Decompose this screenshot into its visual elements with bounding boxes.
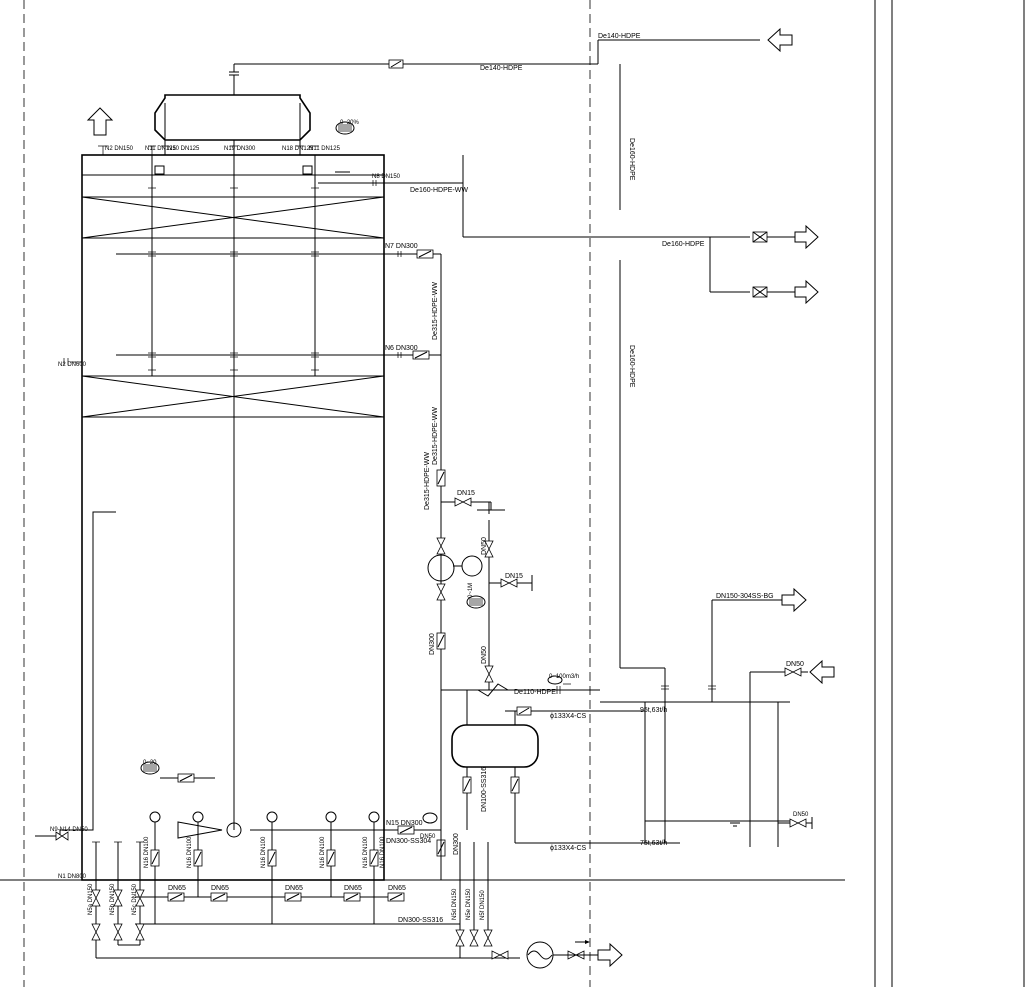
label-n5f: N5f DN150 (480, 890, 486, 920)
label-n5c: N5c DN150 (132, 883, 138, 915)
label-n16f: N16 DN100 (380, 836, 386, 868)
label-dn65-1: DN65 (168, 885, 186, 892)
label-de315-b: De315-HDPE-WW (432, 407, 439, 465)
label-phi133-a: ϕ133X4-CS (550, 713, 587, 720)
label-dn50-a: DN50 (481, 537, 488, 555)
label-dn50-e: DN50 (420, 834, 436, 840)
separator-hood (154, 39, 760, 155)
label-de160-v2: De160-HDPE (628, 345, 635, 388)
right-process-lines (600, 64, 813, 847)
drain-valves-right (96, 842, 598, 969)
label-phi133-b: ϕ133X4-CS (550, 845, 587, 852)
label-n16a: N16 DN100 (144, 836, 150, 868)
label-flow-a: 0~100m3/h (549, 674, 579, 680)
label-n16b: N16 DN100 (187, 836, 193, 868)
label-n9n14: N9-N14 DN50 (50, 827, 88, 833)
label-n2-dn150: N2 DN150 (105, 146, 134, 152)
label-dn65-4: DN65 (344, 885, 362, 892)
arrow-out-uasb-icon (794, 279, 819, 305)
label-de140-top: De140-HDPE (598, 33, 641, 40)
arrow-out-bottom-icon (597, 942, 623, 968)
arrow-in-egsb-icon (767, 27, 793, 53)
reactor-tank (35, 140, 385, 881)
label-n16e: N16 DN100 (363, 836, 369, 868)
label-de160-ww: De160-HDPE-WW (410, 187, 468, 194)
label-n5e: N5e DN150 (466, 888, 472, 920)
label-de160-v1: De160-HDPE (628, 138, 635, 181)
label-n19: N19 DN300 (224, 146, 256, 152)
flow-arrows (597, 27, 835, 968)
label-n5d: N5d DN150 (452, 888, 458, 920)
label-dn150-bg: DN150-304SS-BG (716, 593, 774, 600)
overflow-line (372, 155, 750, 238)
label-dn15-a: DN15 (457, 490, 475, 497)
label-n5a: N5a DN150 (88, 883, 94, 915)
label-dn100: DN100-SS316 (481, 767, 488, 812)
drain-valves-left (55, 831, 145, 958)
label-n6: N6 DN300 (385, 345, 418, 352)
label-n7: N7 DN300 (385, 243, 418, 250)
label-n18: N18 DN125 (282, 146, 314, 152)
annotations: De140-HDPE De140-HDPE De160-HDPE De160-H… (50, 33, 809, 924)
label-dn50-c: DN50 (786, 661, 804, 668)
label-gauge-b: 0~1M (468, 583, 474, 598)
label-dn65-3: DN65 (285, 885, 303, 892)
arrow-out-gas-icon (781, 587, 807, 613)
label-de160-h: De160-HDPE (662, 241, 705, 248)
arrow-out-ao-icon (794, 224, 819, 250)
label-dn300-v2: DN300 (453, 833, 460, 855)
arrow-in-gas-icon (809, 659, 835, 685)
label-n16d: N16 DN100 (320, 836, 326, 868)
vent-arrow-icon (86, 107, 114, 136)
label-dn300-ss316: DN300-SS316 (398, 917, 443, 924)
label-de140-mid: De140-HDPE (480, 65, 523, 72)
label-n11-b: N11 DN125 (309, 146, 341, 152)
label-n2-dn600: N2 DN600 (58, 362, 87, 368)
label-ss-b: 75t,63t/h (640, 840, 667, 847)
gas-tank (441, 675, 680, 844)
label-dn50-d: DN50 (793, 812, 809, 818)
label-n10-a: N10 DN125 (168, 146, 200, 152)
label-n1-dn800: N1 DN800 (58, 874, 87, 880)
label-n15: N15 DN300 (386, 820, 423, 827)
label-ss-a: 95t,63t/h (640, 707, 667, 714)
label-gauge-a: 0~20% (340, 120, 360, 126)
sheet-border (23, 0, 1025, 987)
label-dn65-5: DN65 (388, 885, 406, 892)
label-gauge-c: 0~20 (143, 760, 157, 766)
label-de315-a: De315-HDPE-WW (432, 282, 439, 340)
label-n5b: N5b DN150 (110, 883, 116, 915)
label-dn300-v: DN300 (429, 633, 436, 655)
label-n16c: N16 DN100 (261, 836, 267, 868)
label-dn50-b: DN50 (481, 646, 488, 664)
recirculation-pump (427, 497, 533, 690)
top-nozzles (63, 145, 319, 365)
bottom-header (135, 811, 460, 925)
gauges (140, 121, 355, 783)
label-n11-a: N11 DN125 (145, 146, 177, 152)
label-n8: N8 DN150 (372, 174, 401, 180)
label-de315-c: De315-HDPE-WW (424, 452, 431, 510)
label-de110: De110-HDPE (514, 689, 556, 696)
label-dn65-2: DN65 (211, 885, 229, 892)
label-dn300-ss304: DN300-SS304 (386, 838, 431, 845)
label-dn15-b: DN15 (505, 573, 523, 580)
